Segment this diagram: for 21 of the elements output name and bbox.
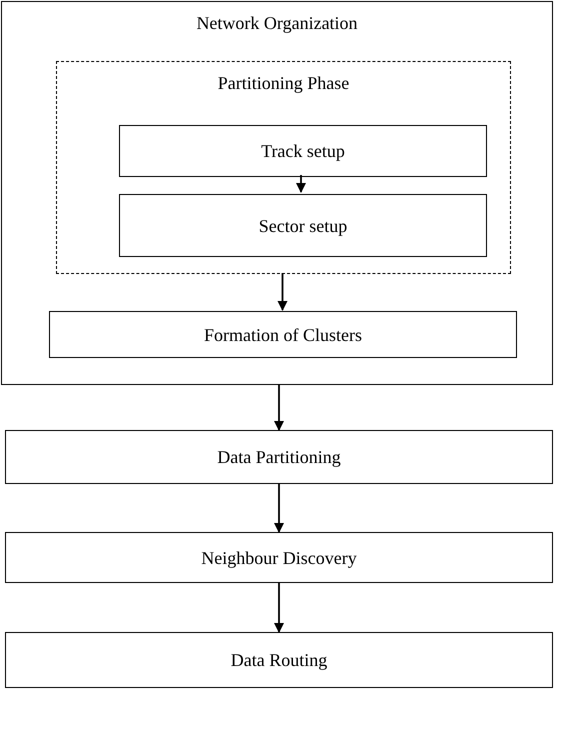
box-label: Formation of Clusters xyxy=(203,323,363,346)
arrow xyxy=(278,273,288,311)
process-box xyxy=(119,125,487,177)
arrow xyxy=(274,385,284,431)
process-box xyxy=(49,311,517,358)
box-label: Sector setup xyxy=(258,214,348,237)
process-box xyxy=(5,632,553,688)
box-label: Neighbour Discovery xyxy=(200,546,358,569)
arrow xyxy=(274,583,284,633)
process-box xyxy=(5,430,553,484)
process-box xyxy=(119,194,487,257)
process-box xyxy=(5,532,553,583)
box-label: Track setup xyxy=(260,140,346,162)
group-box xyxy=(56,61,511,274)
arrow xyxy=(274,484,284,533)
group-title: Network Organization xyxy=(195,12,359,34)
group-box xyxy=(1,1,553,385)
group-title: Partitioning Phase xyxy=(216,72,350,94)
box-label: Data Routing xyxy=(230,648,328,672)
box-label: Data Partitioning xyxy=(216,446,342,468)
arrow xyxy=(296,175,306,193)
